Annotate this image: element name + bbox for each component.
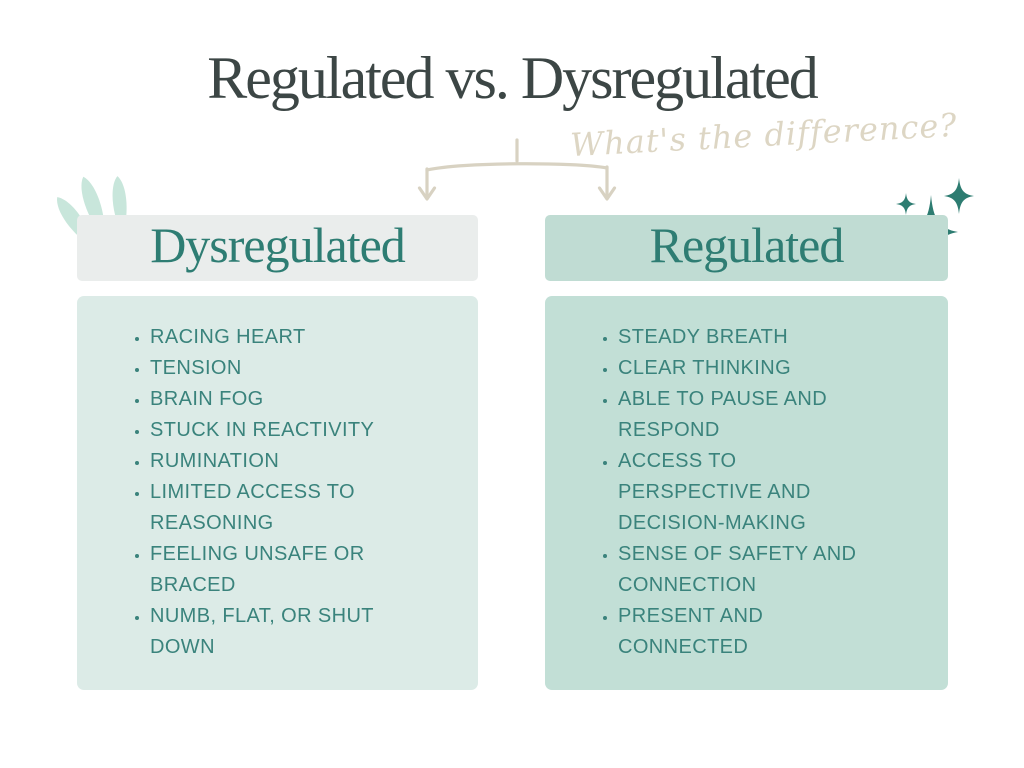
list-item: LIMITED ACCESS TO REASONING	[150, 477, 454, 539]
list-item: RUMINATION	[150, 446, 454, 477]
dysregulated-list-panel: RACING HEARTTENSIONBRAIN FOGSTUCK IN REA…	[77, 296, 478, 690]
regulated-list: STEADY BREATHCLEAR THINKINGABLE TO PAUSE…	[545, 296, 948, 663]
regulated-list-panel: STEADY BREATHCLEAR THINKINGABLE TO PAUSE…	[545, 296, 948, 690]
list-item: TENSION	[150, 353, 454, 384]
list-item: BRAIN FOG	[150, 384, 454, 415]
arrow-down-icon	[597, 186, 617, 201]
list-item: NUMB, FLAT, OR SHUT DOWN	[150, 601, 454, 663]
split-arrows-connector	[417, 138, 617, 201]
list-item: FEELING UNSAFE OR BRACED	[150, 539, 454, 601]
list-item: SENSE OF SAFETY AND CONNECTION	[618, 539, 924, 601]
list-item: PRESENT AND CONNECTED	[618, 601, 924, 663]
dysregulated-header-box: Dysregulated	[77, 215, 478, 281]
list-item: ACCESS TO PERSPECTIVE AND DECISION-MAKIN…	[618, 446, 924, 539]
list-item: STUCK IN REACTIVITY	[150, 415, 454, 446]
connector-bracket	[425, 162, 609, 172]
list-item: ABLE TO PAUSE AND RESPOND	[618, 384, 924, 446]
page-title: Regulated vs. Dysregulated	[207, 45, 819, 111]
arrow-down-icon	[417, 186, 437, 201]
regulated-header-box: Regulated	[545, 215, 948, 281]
regulated-header-label: Regulated	[649, 217, 845, 273]
list-item: STEADY BREATH	[618, 322, 924, 353]
dysregulated-list: RACING HEARTTENSIONBRAIN FOGSTUCK IN REA…	[77, 296, 478, 663]
list-item: CLEAR THINKING	[618, 353, 924, 384]
dysregulated-header-label: Dysregulated	[150, 217, 406, 273]
list-item: RACING HEART	[150, 322, 454, 353]
